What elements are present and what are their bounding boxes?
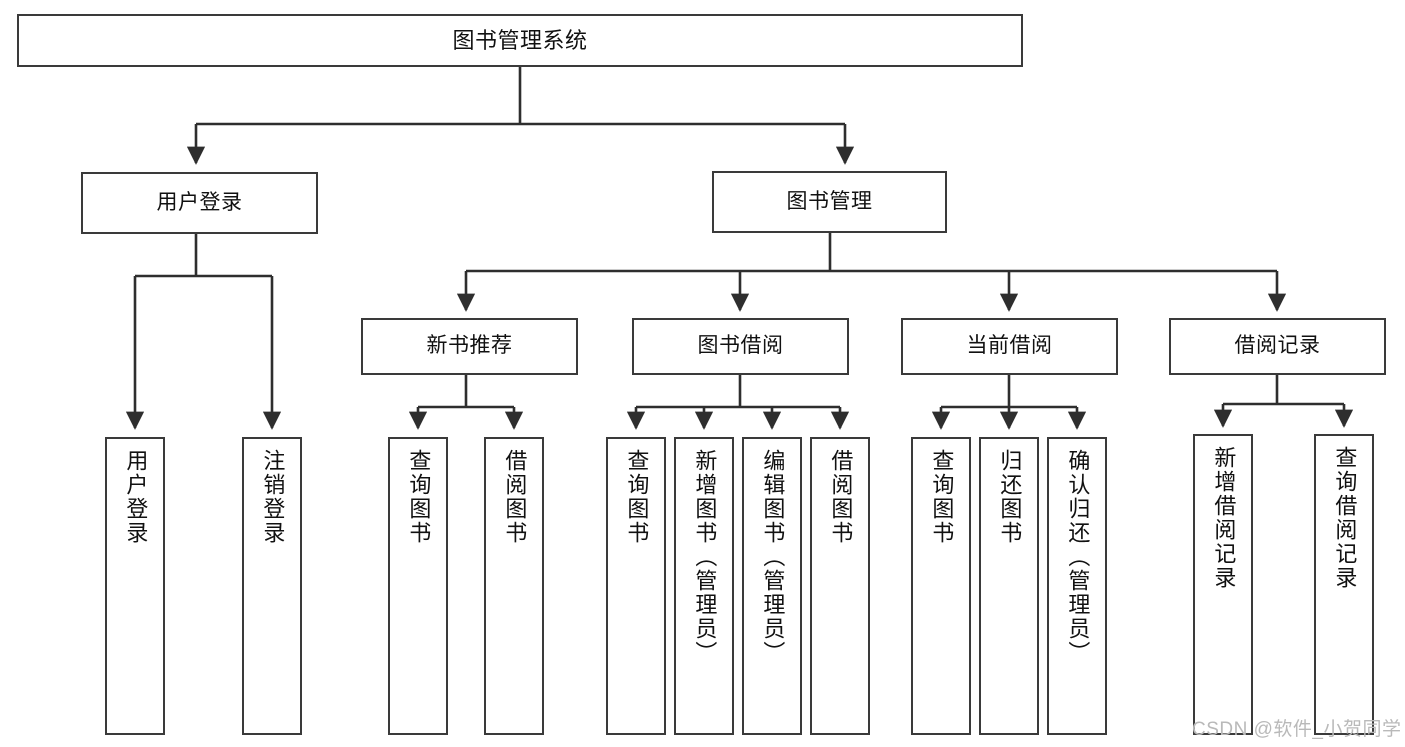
- leaf-query-book-2[interactable]: 查询图书: [606, 437, 666, 735]
- leaf-query-book-3[interactable]: 查询图书: [911, 437, 971, 735]
- leaf-confirm-return[interactable]: 确认归还（管理员）: [1047, 437, 1107, 735]
- leaf-logout-label: 注销登录: [260, 449, 286, 545]
- node-book-borrow[interactable]: 图书借阅: [632, 318, 849, 375]
- leaf-query-record-label: 查询借阅记录: [1332, 446, 1358, 590]
- leaf-add-record-label: 新增借阅记录: [1211, 446, 1237, 590]
- node-current-borrow[interactable]: 当前借阅: [901, 318, 1118, 375]
- leaf-borrow-book-2[interactable]: 借阅图书: [810, 437, 870, 735]
- leaf-return-book[interactable]: 归还图书: [979, 437, 1039, 735]
- leaf-borrow-book-1[interactable]: 借阅图书: [484, 437, 544, 735]
- leaf-add-book-label: 新增图书（管理员）: [692, 449, 718, 665]
- leaf-query-book-2-label: 查询图书: [624, 449, 650, 545]
- leaf-return-book-label: 归还图书: [997, 449, 1023, 545]
- node-new-book-recommend[interactable]: 新书推荐: [361, 318, 578, 375]
- node-new-book-recommend-label: 新书推荐: [426, 334, 513, 358]
- leaf-edit-book-label: 编辑图书（管理员）: [760, 449, 786, 665]
- node-book-borrow-label: 图书借阅: [697, 334, 784, 358]
- leaf-logout[interactable]: 注销登录: [242, 437, 302, 735]
- node-book-management-label: 图书管理: [786, 189, 873, 213]
- leaf-query-book-1-label: 查询图书: [406, 449, 432, 545]
- leaf-add-record[interactable]: 新增借阅记录: [1193, 434, 1253, 735]
- node-root[interactable]: 图书管理系统: [17, 14, 1023, 67]
- leaf-edit-book[interactable]: 编辑图书（管理员）: [742, 437, 802, 735]
- node-current-borrow-label: 当前借阅: [966, 334, 1053, 358]
- node-borrow-record-label: 借阅记录: [1234, 334, 1321, 358]
- leaf-user-login[interactable]: 用户登录: [105, 437, 165, 735]
- node-user-login-label: 用户登录: [156, 190, 243, 214]
- leaf-user-login-label: 用户登录: [123, 449, 149, 545]
- node-book-management[interactable]: 图书管理: [712, 171, 947, 233]
- node-user-login[interactable]: 用户登录: [81, 172, 318, 234]
- csdn-watermark: CSDN @软件_小贺同学: [1192, 719, 1402, 740]
- leaf-borrow-book-2-label: 借阅图书: [828, 449, 854, 545]
- leaf-query-book-1[interactable]: 查询图书: [388, 437, 448, 735]
- leaf-borrow-book-1-label: 借阅图书: [502, 449, 528, 545]
- leaf-confirm-return-label: 确认归还（管理员）: [1065, 449, 1091, 665]
- leaf-query-record[interactable]: 查询借阅记录: [1314, 434, 1374, 735]
- leaf-query-book-3-label: 查询图书: [929, 449, 955, 545]
- node-borrow-record[interactable]: 借阅记录: [1169, 318, 1386, 375]
- leaf-add-book[interactable]: 新增图书（管理员）: [674, 437, 734, 735]
- node-root-label: 图书管理系统: [452, 27, 588, 53]
